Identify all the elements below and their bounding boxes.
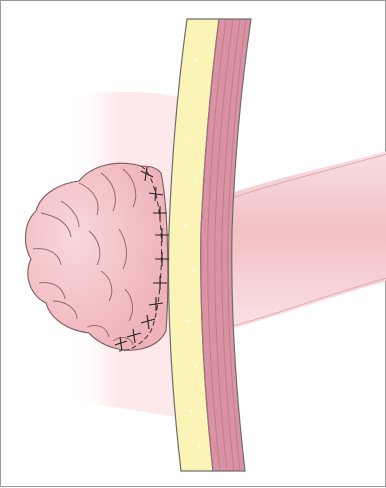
tissue-mass — [26, 163, 169, 351]
